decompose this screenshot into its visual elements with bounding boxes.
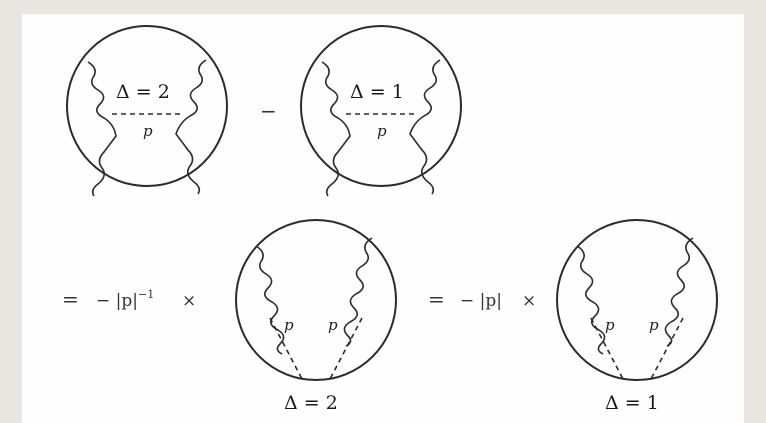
delta-label: Δ = 1 <box>350 81 404 103</box>
dashed-line-right <box>650 317 684 380</box>
figure-panel <box>22 14 744 423</box>
momentum-label-left: p <box>605 316 615 334</box>
wavy-line-right <box>409 59 441 195</box>
momentum-label-right: p <box>649 316 659 334</box>
wavy-line-left <box>321 61 351 197</box>
wavy-line-left <box>576 245 606 355</box>
times-sign-2: × <box>522 291 536 311</box>
coefficient-2: − |p| <box>460 291 502 311</box>
equals-sign-2: = <box>428 287 445 311</box>
coefficient-1: − |p|−1 <box>96 288 154 311</box>
delta-label: Δ = 1 <box>605 392 659 414</box>
bottom-diagram-delta-1: p p Δ = 1 <box>556 219 718 414</box>
boundary-circle <box>556 219 718 381</box>
delta-label: Δ = 2 <box>284 392 338 414</box>
boundary-circle <box>300 25 462 187</box>
bottom-diagram-delta-2: p p Δ = 2 <box>235 219 397 414</box>
minus-operator: − <box>260 99 277 123</box>
dashed-line-left <box>590 317 624 380</box>
delta-label: Δ = 2 <box>116 81 170 103</box>
boundary-circle <box>66 25 228 187</box>
wavy-line-right <box>343 237 373 347</box>
momentum-label: p <box>143 122 153 140</box>
wavy-line-right <box>664 237 694 347</box>
top-right-diagram: Δ = 1 p <box>300 25 462 197</box>
momentum-label: p <box>377 122 387 140</box>
dashed-line-right <box>329 317 363 380</box>
dashed-line-left <box>269 317 303 380</box>
top-left-diagram: Δ = 2 p <box>66 25 228 197</box>
momentum-label-right: p <box>328 316 338 334</box>
wavy-line-right <box>175 59 207 195</box>
times-sign-1: × <box>182 291 196 311</box>
boundary-circle <box>235 219 397 381</box>
momentum-label-left: p <box>284 316 294 334</box>
wavy-line-left <box>87 61 117 197</box>
equals-sign-1: = <box>62 287 79 311</box>
wavy-line-left <box>255 245 285 355</box>
